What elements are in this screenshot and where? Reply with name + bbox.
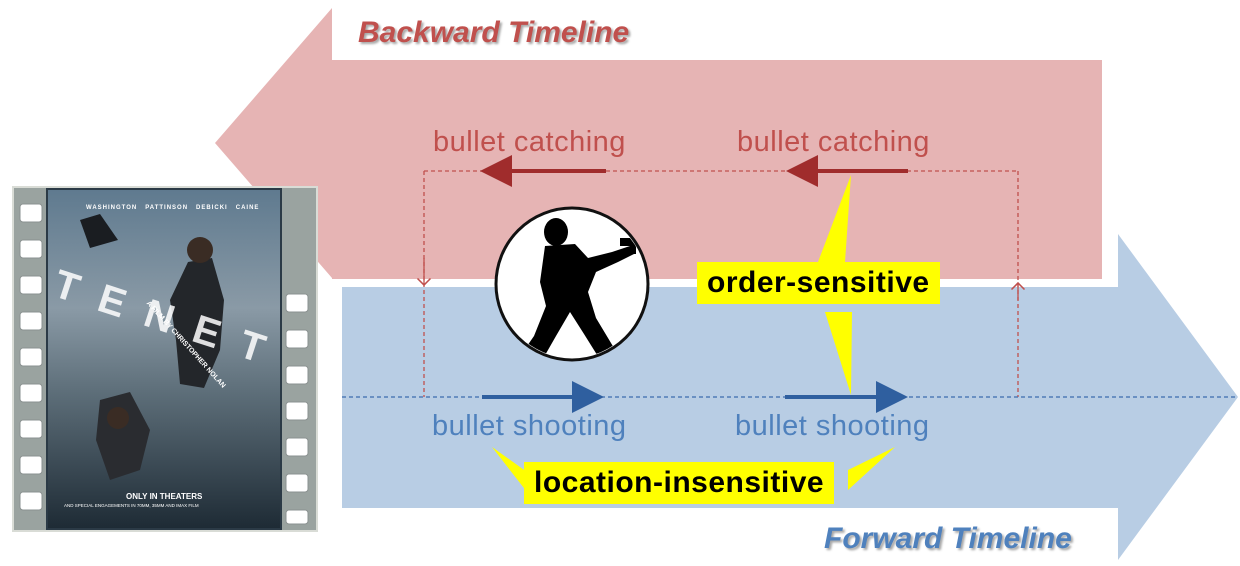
poster-release: ONLY IN THEATERS (126, 492, 203, 501)
order-sensitive-callout: order-sensitive (697, 262, 940, 304)
bullet-catching-label-1: bullet catching (433, 126, 626, 158)
backward-timeline-arrow (215, 8, 1102, 279)
location-insensitive-callout: location-insensitive (524, 462, 835, 504)
movie-poster (48, 190, 280, 528)
bullet-catching-label-2: bullet catching (737, 126, 930, 158)
backward-timeline-title: Backward Timeline (358, 16, 630, 49)
bullet-shooting-label-1: bullet shooting (432, 410, 627, 442)
gunman-silhouette-icon (494, 206, 650, 362)
poster-cast: WASHINGTON PATTINSON DEBICKI CAINE (86, 205, 260, 211)
bullet-shooting-label-2: bullet shooting (735, 410, 930, 442)
location-callout-pointer-left (492, 447, 527, 492)
location-callout-pointer-right (848, 447, 895, 490)
forward-timeline-title: Forward Timeline (824, 522, 1072, 555)
order-callout-pointer (818, 175, 851, 262)
order-callout-pointer-lower (825, 312, 852, 395)
poster-release-sub: AND SPECIAL ENGAGEMENTS IN 70MM, 35MM AN… (64, 503, 199, 508)
